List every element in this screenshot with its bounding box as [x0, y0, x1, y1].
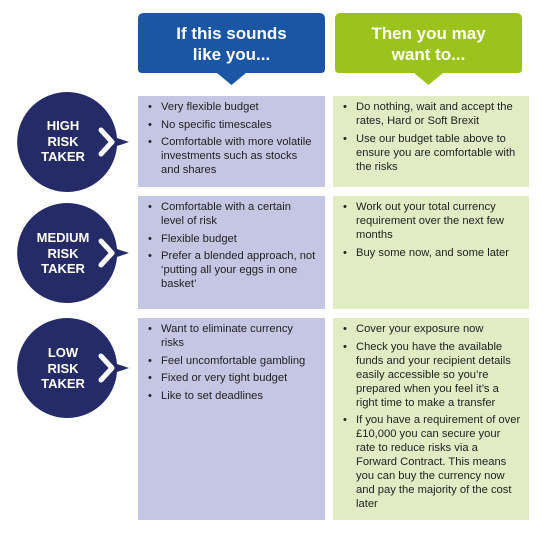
list-item: Want to eliminate currency risks — [148, 322, 317, 350]
chevron-right-icon — [98, 353, 115, 383]
header-right-text: Then you may want to... — [335, 23, 522, 65]
list-item: Feel uncomfortable gambling — [148, 354, 317, 368]
panel-if-medium: Comfortable with a certain level of risk… — [138, 196, 325, 309]
list-item: Buy some now, and some later — [343, 246, 521, 260]
header-if-this-sounds-like-you: If this sounds like you... — [138, 13, 325, 85]
panel-then-medium: Work out your total currency requirement… — [333, 196, 529, 309]
risk-badge-high: HIGH RISK TAKER — [17, 92, 129, 192]
list-item: Use our budget table above to ensure you… — [343, 132, 521, 174]
risk-label-line: LOW — [47, 345, 79, 360]
list-item: Flexible budget — [148, 232, 317, 246]
list-item: Cover your exposure now — [343, 322, 521, 336]
list-item: Check you have the available funds and y… — [343, 340, 521, 410]
risk-label: HIGH RISK TAKER — [23, 118, 103, 165]
list-item: Prefer a blended approach, not ‘putting … — [148, 249, 317, 291]
list-item: Work out your total currency requirement… — [343, 200, 521, 242]
risk-label-line: RISK — [47, 360, 79, 376]
risk-label-line: MEDIUM — [36, 230, 90, 245]
if-list-high: Very flexible budget No specific timesca… — [148, 100, 317, 177]
risk-label: MEDIUM RISK TAKER — [23, 230, 103, 277]
list-item: Very flexible budget — [148, 100, 317, 114]
then-list-low: Cover your exposure now Check you have t… — [343, 322, 521, 511]
risk-label-line: TAKER — [41, 261, 85, 276]
then-list-medium: Work out your total currency requirement… — [343, 200, 521, 260]
list-item: Comfortable with a certain level of risk — [148, 200, 317, 228]
header-left-line2: like you... — [192, 45, 271, 64]
list-item: Fixed or very tight budget — [148, 371, 317, 385]
risk-label-line: RISK — [47, 133, 79, 149]
header-right-line2: want to... — [391, 45, 466, 64]
list-item: Like to set deadlines — [148, 389, 317, 403]
panel-if-high: Very flexible budget No specific timesca… — [138, 96, 325, 187]
header-banner-shape — [138, 13, 325, 85]
risk-circle-shape — [17, 203, 129, 303]
panel-then-low: Cover your exposure now Check you have t… — [333, 318, 529, 520]
risk-label: LOW RISK TAKER — [23, 345, 103, 392]
risk-label-line: HIGH — [46, 118, 80, 133]
header-banner-shape — [335, 13, 522, 85]
list-item: No specific timescales — [148, 118, 317, 132]
risk-badge-low: LOW RISK TAKER — [17, 318, 129, 418]
risk-circle-shape — [17, 318, 129, 418]
then-list-high: Do nothing, wait and accept the rates, H… — [343, 100, 521, 174]
list-item: If you have a requirement of over £10,00… — [343, 413, 521, 511]
risk-label-line: TAKER — [41, 149, 85, 164]
header-then-you-may-want-to: Then you may want to... — [335, 13, 522, 85]
risk-badge-medium: MEDIUM RISK TAKER — [17, 203, 129, 303]
risk-label-line: RISK — [47, 245, 79, 261]
header-left-text: If this sounds like you... — [138, 23, 325, 65]
if-list-low: Want to eliminate currency risks Feel un… — [148, 322, 317, 403]
header-left-line1: If this sounds — [176, 24, 287, 43]
risk-label-line: TAKER — [41, 376, 85, 391]
panel-then-high: Do nothing, wait and accept the rates, H… — [333, 96, 529, 187]
list-item: Comfortable with more volatile investmen… — [148, 135, 317, 177]
risk-circle-shape — [17, 92, 129, 192]
chevron-right-icon — [98, 127, 115, 157]
chevron-right-icon — [98, 238, 115, 268]
header-right-line1: Then you may — [371, 24, 486, 43]
if-list-medium: Comfortable with a certain level of risk… — [148, 200, 317, 291]
panel-if-low: Want to eliminate currency risks Feel un… — [138, 318, 325, 520]
list-item: Do nothing, wait and accept the rates, H… — [343, 100, 521, 128]
